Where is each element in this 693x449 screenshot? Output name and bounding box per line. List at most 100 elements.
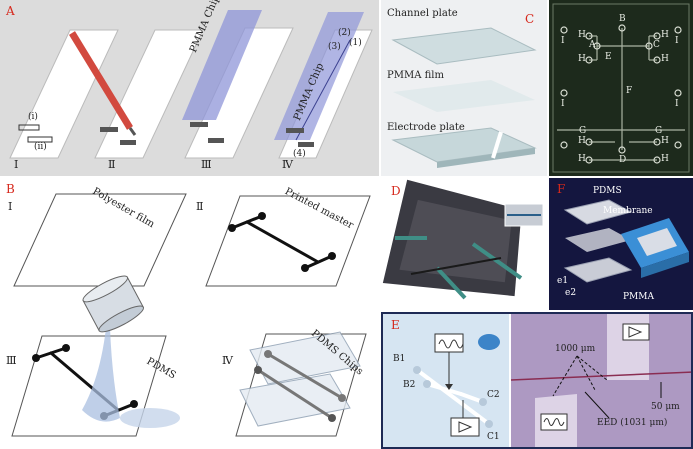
b-step-3: Ⅲ [6,354,17,367]
printed-electrode-2 [120,140,136,145]
b-step-2: Ⅱ [196,200,204,213]
electrode-plate-edge [437,148,535,168]
panel-b-label: B [6,182,15,196]
polyester-film-sheet [13,193,187,287]
f-pmma-label: PMMA [623,292,654,302]
master-port-2 [258,212,266,220]
pmma-chip-3 [182,10,262,120]
marker-i-box [18,124,40,131]
port-c1 [485,420,493,428]
panel-e-schematic: E B1 B2 C2 C1 [383,314,509,447]
detector-icon-2 [622,323,650,341]
panel-c-label: C [525,12,535,26]
pmma-layer [563,257,633,283]
master-port-3 [301,264,309,272]
pencil-icon [69,31,133,130]
label-n1: (1) [349,38,362,48]
pcb-h3: H [578,54,586,64]
b1-label: B1 [393,354,406,364]
pcb-h5: H [578,136,586,146]
pdms-port-1 [32,354,40,362]
pcb-outline [552,3,690,173]
pdms-port-2 [62,344,70,352]
panel-b-drawing [11,193,371,437]
f-e1-label: e1 [557,276,569,286]
printed-electrode [100,127,118,132]
pcb-e: E [605,52,612,62]
amplifier-glyph [458,421,473,433]
device-render-top [637,228,677,256]
chip-channel-d [410,257,502,275]
generator-arrow [445,384,453,390]
panel-e-label: E [391,318,400,332]
pdms-pour [82,328,120,422]
pcb-h2: H [661,30,669,40]
pcb-i3: I [561,99,565,109]
b-step-1: Ⅰ [8,200,13,213]
detector-icon [450,417,480,437]
panel-f: F PDMS Membrane e1 e2 PMMA [549,178,693,310]
marker-ii-box [27,136,53,143]
e-channels [415,368,491,426]
f-pdms-label: PDMS [593,186,622,196]
chip-channel [295,39,351,141]
step-1-label: Ⅰ [14,158,19,171]
pcb-g1: G [579,126,587,136]
b2-label: B2 [403,380,416,390]
marker-ii-label: (ii) [34,142,47,152]
pcb-i4: I [675,99,679,109]
printed-master-sheet [205,195,371,287]
panel-a-label: A [6,4,15,18]
panel-c: C Channel plate PMMA film Electrode plat… [381,0,547,176]
pcb-h4: H [661,54,669,64]
pcb-traces [557,28,685,161]
pdms-chips-pattern [256,352,344,420]
panel-a-drawing [9,10,373,159]
chips-port-4 [338,394,346,402]
b-step-4: Ⅳ [222,354,233,367]
panel-f-label: F [557,182,566,196]
membrane-layer [565,228,631,252]
electrode-4a [286,128,304,133]
pmma-film-label: PMMA film [387,70,444,81]
chip-electrodes [395,236,523,300]
panel-e: E B1 B2 C2 C1 1000 μm 50 μm EED (1031 μm… [381,312,693,449]
c1-label: C1 [487,432,500,442]
panel-d-drawing [382,179,544,300]
pcb-i2: I [675,36,679,46]
chips-port-1 [254,366,262,374]
eed-label: EED (1031 μm) [597,418,668,428]
sheet-1 [9,29,119,159]
d50-label: 50 μm [651,402,680,412]
f-membrane-label: Membrane [603,206,653,216]
channel-plate [391,27,537,65]
step-3-label: Ⅲ [201,158,212,171]
pdms-puddle [120,408,180,428]
electrode-plate-label: Electrode plate [387,122,465,133]
panel-b: B Ⅰ Ⅱ Ⅲ Ⅳ Polyester film Printed master … [0,178,379,449]
label-n3: (3) [328,42,341,52]
pcb-d: D [619,155,627,165]
port-b1 [413,366,421,374]
pcb-b: B [619,14,626,24]
pcb-c: C [653,40,660,50]
beaker-icon [82,275,144,333]
pcb-h7: H [578,154,586,164]
chips-port-2 [328,414,336,422]
panel-d-label: D [391,184,401,198]
sheet-2 [94,29,204,159]
pdms-layer [563,199,633,225]
pcb-a: A [589,40,596,50]
panel-c-drawing [391,27,537,168]
pcb-h8: H [661,154,669,164]
pcb-g2: G [655,126,663,136]
pcb-h6: H [661,136,669,146]
sine-wave-glyph-2 [543,418,565,426]
pcb-drawing [552,3,690,173]
pmma-chip-4 [274,12,364,140]
pcb-h1: H [578,30,586,40]
panel-pcb: H H H H H H H H I I I I A B C D E F G G [549,0,693,176]
panel-e-micrograph-drawing [511,314,691,447]
pcb-f: F [626,86,633,96]
f-e2-label: e2 [565,288,577,298]
